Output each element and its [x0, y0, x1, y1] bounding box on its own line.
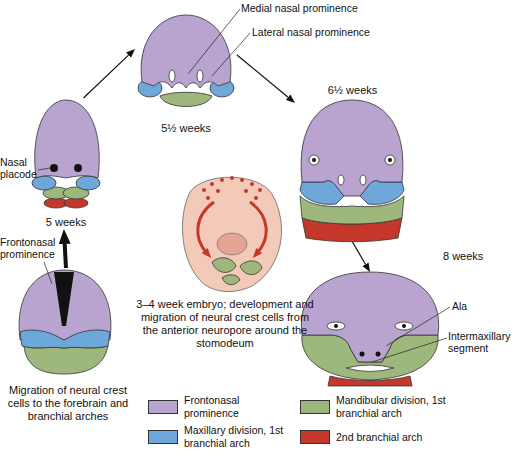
stage-panel: 5 weeks — [31, 98, 101, 229]
crest-cell — [210, 182, 214, 186]
frontonasal-region — [35, 100, 100, 178]
crest-cell — [250, 182, 254, 186]
stage-caption: 8 weeks — [443, 250, 505, 263]
legend-text: 2nd branchial arch — [336, 431, 448, 444]
legend-text: Maxillary division, 1st branchial arch — [184, 424, 296, 450]
frontonasal-region — [19, 270, 111, 340]
part-label: Medial nasal prominence — [241, 2, 391, 14]
legend-swatch — [148, 400, 178, 414]
legend-text: Mandibular division, 1st branchial arch — [336, 394, 448, 420]
nostril — [360, 352, 365, 357]
leader-line — [44, 262, 52, 284]
maxillary-region — [20, 330, 110, 348]
part-label: Nasal placode — [0, 156, 42, 180]
stage-arrow — [353, 242, 366, 264]
crest-cell — [254, 196, 258, 200]
leader-line — [188, 9, 240, 74]
stage-panel: 5½ weeks — [135, 12, 237, 135]
nostril — [376, 352, 381, 357]
stage-panel: 6½ weeks — [295, 84, 410, 242]
stage-arrow — [84, 55, 129, 98]
stage-caption: 5 weeks — [31, 216, 101, 229]
nasal-pit — [338, 175, 344, 185]
eye — [309, 155, 319, 165]
mouth — [346, 365, 394, 372]
frontonasal-region — [141, 15, 231, 88]
nasal-pit — [197, 70, 203, 82]
part-label: Ala — [452, 300, 492, 312]
nasal-pit — [169, 70, 175, 82]
leader-line — [212, 33, 250, 76]
part-label: Intermaxillary segment — [448, 330, 517, 354]
crest-cell — [220, 178, 224, 182]
stage-caption: 5½ weeks — [135, 122, 237, 135]
branchial-arch — [222, 275, 240, 285]
eye — [388, 158, 392, 162]
stage-arrow — [65, 244, 66, 268]
crest-cell — [258, 188, 262, 192]
legend-swatch — [300, 400, 330, 414]
mandibular-region — [160, 92, 212, 106]
legend-text: Frontonasal prominence — [184, 394, 296, 420]
leader-line — [38, 168, 50, 170]
stage-caption: 3–4 week embryo; development and migrati… — [135, 298, 315, 350]
nasal-placode — [50, 164, 58, 172]
eye — [395, 322, 413, 330]
head-8-weeks — [301, 272, 438, 386]
eye — [334, 324, 338, 328]
crest-cell — [206, 196, 210, 200]
head-5-5-weeks — [138, 15, 234, 107]
nasal-pit — [360, 175, 366, 185]
stage-panel: Migration of neural crest cells to the f… — [0, 268, 136, 423]
head-6-5-weeks — [300, 100, 404, 242]
stage-panel: 8 weeks — [295, 272, 445, 384]
stage-panel: 3–4 week embryo; development and migrati… — [135, 172, 315, 350]
embryo-body — [182, 177, 281, 291]
branchial-arch — [212, 258, 236, 273]
leader-line — [372, 338, 447, 362]
neural-crest-cells — [202, 176, 262, 200]
crest-cell — [244, 189, 248, 193]
legend-swatch — [148, 430, 178, 444]
migration-arrow — [250, 202, 266, 252]
stomodeum — [217, 233, 247, 255]
frontonasal-region — [301, 100, 403, 196]
nasal-placode — [74, 164, 82, 172]
stage-caption: Migration of neural crest cells to the f… — [0, 384, 136, 423]
stage-arrow — [237, 55, 288, 97]
migration-arrow — [198, 202, 214, 252]
part-label: Frontonasal prominence — [0, 236, 60, 260]
maxillary-lobe — [76, 176, 100, 190]
neural-crest-path — [54, 272, 74, 326]
eye — [402, 324, 406, 328]
embryo-figure — [182, 176, 281, 292]
head-5-weeks — [32, 100, 100, 208]
mandibular-region — [24, 346, 108, 374]
part-label: Lateral nasal prominence — [252, 26, 402, 38]
crest-cell — [230, 176, 234, 180]
eye — [327, 322, 345, 330]
head-migration — [19, 270, 111, 374]
eye — [312, 158, 316, 162]
crest-cell — [216, 189, 220, 193]
legend-swatch — [300, 430, 330, 444]
frontonasal-region — [301, 272, 438, 362]
branchial-arch — [240, 261, 262, 275]
crest-cell — [202, 188, 206, 192]
eye — [385, 155, 395, 165]
crest-cell — [240, 178, 244, 182]
stage-caption: 6½ weeks — [295, 84, 410, 97]
second-arch — [64, 198, 88, 208]
